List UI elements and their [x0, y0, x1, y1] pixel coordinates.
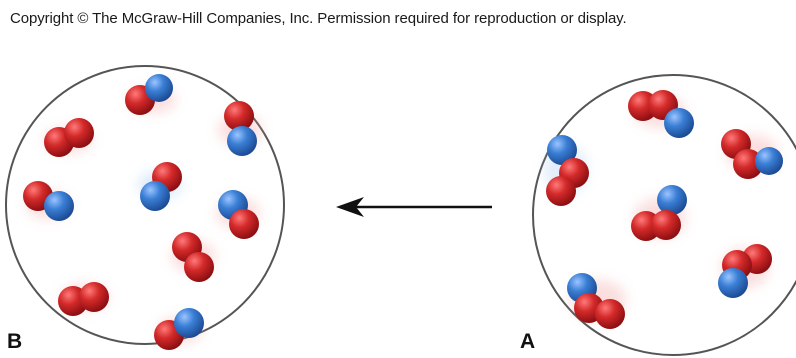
molecule: [58, 282, 109, 316]
panel-a-molecules: [544, 90, 783, 329]
panel-b-molecules: [23, 74, 262, 350]
molecule: [154, 308, 204, 350]
molecule: [125, 74, 176, 115]
molecule: [718, 244, 772, 298]
molecule: [218, 101, 262, 156]
molecule: [171, 232, 215, 282]
molecule: [721, 129, 783, 179]
molecule: [138, 162, 182, 211]
copyright-notice: Copyright © The McGraw-Hill Companies, I…: [10, 10, 627, 27]
molecule: [628, 90, 694, 138]
reaction-arrow: [336, 197, 492, 217]
molecule: [216, 190, 260, 239]
molecule: [44, 118, 94, 157]
molecule: [631, 185, 687, 241]
molecule: [23, 181, 74, 221]
panel-label-a: A: [520, 330, 536, 353]
molecule: [544, 135, 589, 206]
panel-label-b: B: [7, 330, 23, 353]
molecule: [567, 273, 626, 329]
